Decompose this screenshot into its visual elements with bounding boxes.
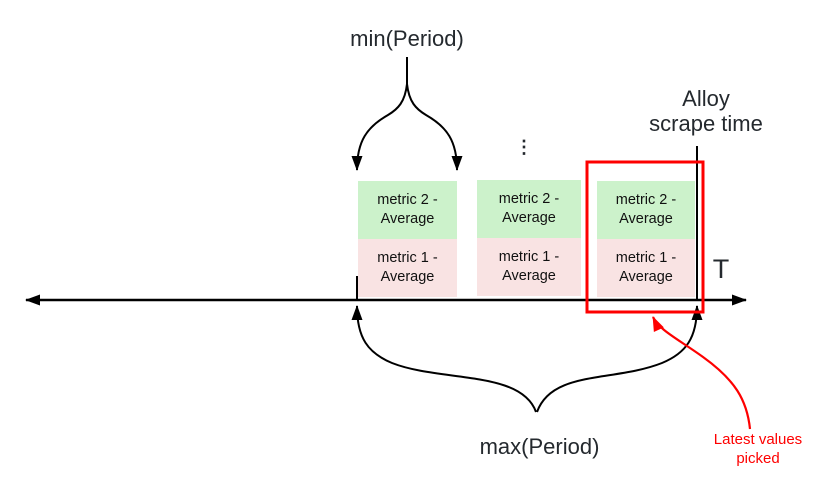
metric1-average-box: metric 1 - Average <box>597 239 695 297</box>
max-brace-right-arm <box>536 305 703 413</box>
sample-group-1: metric 2 - Average metric 1 - Average <box>358 181 457 297</box>
sample-group-3: metric 2 - Average metric 1 - Average <box>597 181 695 297</box>
metric2-average-box: metric 2 - Average <box>358 181 457 239</box>
min-brace-right-arm <box>406 83 463 171</box>
metric1-average-box: metric 1 - Average <box>477 238 581 296</box>
alloy-scrape-time-line2: scrape time <box>649 111 763 136</box>
min-period-label: min(Period) <box>350 26 464 51</box>
time-axis-label: T <box>712 254 730 284</box>
more-samples-ellipsis: ⋮ <box>515 137 533 157</box>
latest-values-line2: picked <box>736 450 780 467</box>
metric2-average-box: metric 2 - Average <box>477 180 581 238</box>
metric1-average-box: metric 1 - Average <box>358 239 457 297</box>
latest-values-picked-label: Latest values picked <box>699 430 817 468</box>
max-period-label: max(Period) <box>479 434 600 459</box>
max-brace-left-arm <box>351 305 537 413</box>
min-brace-left-arm <box>351 83 408 171</box>
metric2-average-box: metric 2 - Average <box>597 181 695 239</box>
alloy-scrape-time-label: Alloy scrape time <box>630 86 782 136</box>
latest-values-line1: Latest values <box>713 431 803 448</box>
sample-group-2: metric 2 - Average metric 1 - Average <box>477 180 581 296</box>
latest-values-arrow <box>652 316 752 430</box>
alloy-scrape-time-line1: Alloy <box>682 86 730 111</box>
